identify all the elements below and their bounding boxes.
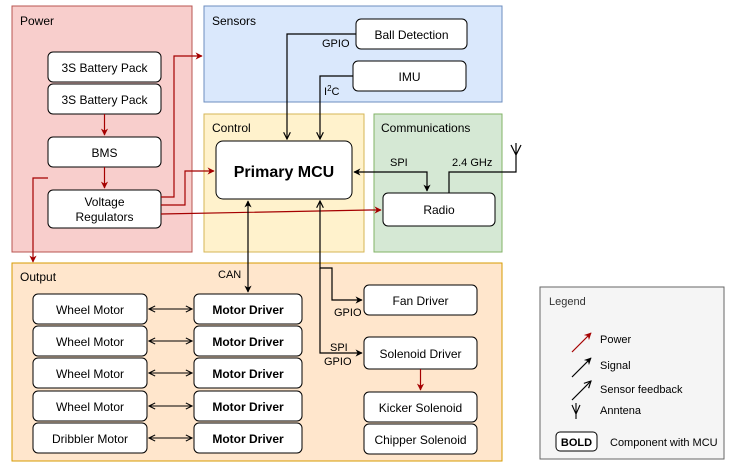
legend-sensor-label: Sensor feedback	[600, 384, 683, 396]
power-region-title: Power	[20, 14, 54, 28]
wheel-motor-4-label: Wheel Motor	[56, 400, 124, 414]
gpio-fan-label: GPIO	[334, 307, 362, 319]
legend-signal-arrow	[571, 357, 592, 378]
legend-sensor-arrow	[571, 381, 591, 401]
wheel-motor-1: Wheel Motor	[32, 293, 148, 325]
antenna-icon	[510, 143, 522, 156]
bms-label: BMS	[91, 146, 117, 160]
spi-solenoid-label: SPI	[330, 342, 348, 354]
motor-driver-1: Motor Driver	[193, 293, 303, 325]
motor-driver-5: Motor Driver	[193, 422, 303, 454]
motor-driver-5-label: Motor Driver	[212, 432, 284, 446]
i2c-label: I2C	[324, 84, 340, 99]
gpio-ball-label: GPIO	[322, 38, 350, 50]
ball-detection-block: Ball Detection	[355, 18, 468, 50]
solenoid-driver-label: Solenoid Driver	[379, 347, 461, 361]
primary-mcu-block: Primary MCU	[215, 140, 353, 200]
wheel-motor-3-label: Wheel Motor	[56, 367, 124, 381]
chipper-solenoid-block: Chipper Solenoid	[363, 423, 478, 455]
mcu-to-solenoid-line	[319, 268, 363, 357]
imu-label: IMU	[399, 70, 421, 84]
rf-band-label: 2.4 GHz	[452, 157, 492, 169]
wheel-motor-3: Wheel Motor	[32, 357, 148, 389]
imu-to-mcu-line	[320, 75, 353, 139]
primary-mcu-label: Primary MCU	[234, 164, 334, 181]
legend-signal-label: Signal	[600, 360, 631, 372]
kicker-solenoid-label: Kicker Solenoid	[379, 401, 462, 415]
sensors-region-title: Sensors	[212, 14, 256, 28]
legend-antenna-label: Anntena	[600, 405, 642, 417]
chipper-solenoid-label: Chipper Solenoid	[374, 433, 466, 447]
fan-driver-block: Fan Driver	[363, 284, 478, 316]
legend: Legend Power Signal Sensor feedback Annt…	[539, 286, 725, 460]
voltage-regulators-label-line2: Regulators	[75, 210, 133, 224]
battery-pack-1: 3S Battery Pack	[47, 51, 162, 83]
mcu-radio-spi-line	[353, 168, 431, 192]
battery-pack-2-label: 3S Battery Pack	[61, 93, 148, 107]
battery-pack-2: 3S Battery Pack	[47, 83, 162, 115]
wheel-motor-1-label: Wheel Motor	[56, 303, 124, 317]
bms-block: BMS	[47, 136, 162, 168]
wheel-motor-2: Wheel Motor	[32, 325, 148, 357]
legend-antenna-icon	[571, 403, 581, 419]
motor-driver-1-label: Motor Driver	[212, 303, 284, 317]
wheel-motor-2-label: Wheel Motor	[56, 335, 124, 349]
wheel-motor-4: Wheel Motor	[32, 390, 148, 422]
output-region-title: Output	[20, 270, 57, 284]
legend-power-arrow	[571, 332, 592, 353]
mcu-to-fan-line	[320, 201, 362, 300]
imu-block: IMU	[352, 60, 467, 92]
bms-to-output-power-line	[29, 177, 48, 263]
motor-driver-3-label: Motor Driver	[212, 367, 284, 381]
legend-title: Legend	[549, 296, 586, 308]
spi-radio-label: SPI	[390, 157, 408, 169]
radio-label: Radio	[423, 203, 455, 217]
radio-block: Radio	[382, 192, 496, 227]
motor-driver-4: Motor Driver	[193, 390, 303, 422]
legend-power-label: Power	[600, 334, 632, 346]
gpio-solenoid-label: GPIO	[324, 356, 352, 368]
kicker-solenoid-block: Kicker Solenoid	[363, 391, 478, 423]
dribbler-motor-block: Dribbler Motor	[32, 422, 148, 454]
voltage-regulators-block: Voltage Regulators	[47, 189, 162, 229]
motor-driver-2: Motor Driver	[193, 325, 303, 357]
ball-detection-to-mcu-line	[287, 33, 356, 139]
legend-bold-sample-text: BOLD	[561, 437, 592, 449]
voltage-regulators-label-line1: Voltage	[84, 195, 124, 209]
legend-bold-desc: Component with MCU	[610, 437, 718, 449]
can-label: CAN	[218, 269, 241, 281]
motor-driver-3: Motor Driver	[193, 357, 303, 389]
control-region-title: Control	[212, 121, 251, 135]
motor-driver-2-label: Motor Driver	[212, 335, 284, 349]
radio-to-antenna-line	[448, 155, 517, 193]
regulators-to-sensors-power-line	[161, 52, 203, 198]
communications-region: Communications	[373, 113, 503, 253]
motor-driver-4-label: Motor Driver	[212, 400, 284, 414]
regulators-to-control-power-line	[161, 167, 215, 206]
dribbler-motor-label: Dribbler Motor	[52, 432, 128, 446]
regulators-to-radio-power-line	[160, 206, 382, 215]
battery-pack-1-label: 3S Battery Pack	[61, 61, 148, 75]
fan-driver-label: Fan Driver	[392, 294, 448, 308]
ball-detection-label: Ball Detection	[374, 28, 448, 42]
legend-bold-sample-box	[555, 431, 598, 452]
solenoid-driver-block: Solenoid Driver	[363, 336, 478, 370]
communications-region-title: Communications	[381, 121, 470, 135]
